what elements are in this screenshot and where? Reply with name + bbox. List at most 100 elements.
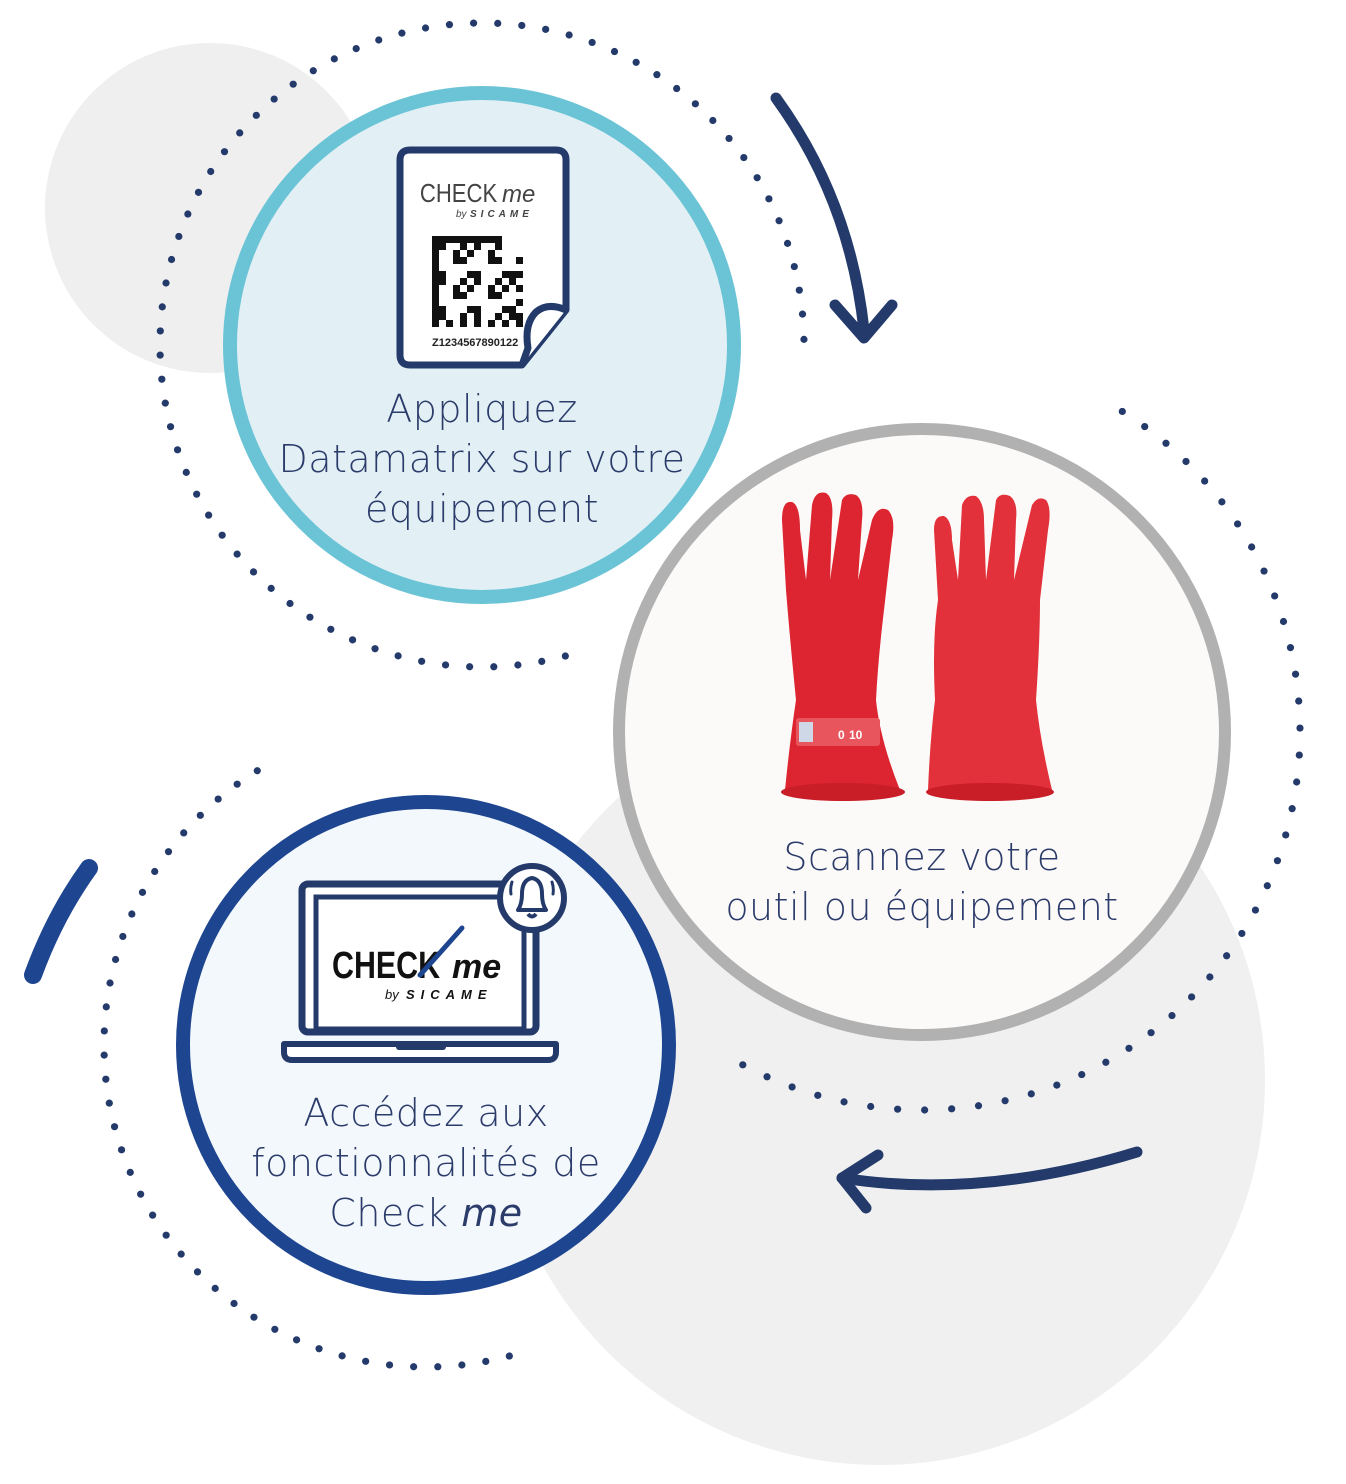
dot bbox=[494, 19, 502, 27]
dot bbox=[1260, 567, 1268, 575]
dot bbox=[775, 217, 783, 225]
dot bbox=[1288, 805, 1296, 813]
dot bbox=[1027, 1090, 1035, 1098]
dot bbox=[271, 1325, 279, 1333]
matrix-cell bbox=[495, 278, 502, 285]
dot bbox=[289, 80, 297, 88]
dot bbox=[162, 279, 170, 287]
dot bbox=[177, 1250, 185, 1258]
dot bbox=[466, 663, 474, 671]
matrix-cell bbox=[432, 243, 439, 250]
matrix-cell bbox=[467, 271, 474, 278]
matrix-cell bbox=[495, 313, 502, 320]
dot bbox=[309, 67, 317, 75]
dot bbox=[327, 625, 335, 633]
matrix-cell bbox=[432, 257, 439, 264]
matrix-cell bbox=[460, 236, 467, 243]
step-1-line: équipement bbox=[364, 487, 600, 531]
dot bbox=[1182, 457, 1190, 466]
laptop-brand-me: me bbox=[452, 948, 501, 986]
dot bbox=[161, 399, 169, 407]
dot bbox=[1251, 906, 1260, 914]
dot bbox=[156, 327, 164, 335]
step-2-line: Scannez votre bbox=[783, 835, 1061, 879]
dot bbox=[375, 36, 383, 44]
laptop-brand: CHECK bbox=[332, 945, 440, 987]
dot bbox=[167, 255, 176, 264]
dot bbox=[538, 657, 546, 666]
dot bbox=[1279, 617, 1288, 626]
glove-class: 0 bbox=[838, 728, 845, 742]
matrix-cell bbox=[432, 264, 439, 271]
matrix-cell bbox=[509, 271, 516, 278]
matrix-cell bbox=[488, 292, 495, 299]
matrix-cell bbox=[467, 285, 474, 292]
dot bbox=[610, 47, 619, 56]
matrix-cell bbox=[467, 306, 474, 313]
dot bbox=[252, 111, 260, 119]
dot bbox=[565, 31, 573, 39]
step-3-line: fonctionnalités de bbox=[251, 1141, 601, 1185]
matrix-cell bbox=[439, 243, 446, 250]
dot bbox=[306, 613, 314, 621]
dot bbox=[1291, 670, 1300, 678]
matrix-cell bbox=[446, 236, 453, 243]
matrix-cell bbox=[453, 257, 460, 264]
step-1-label: Appliquez Datamatrix sur votre équipemen… bbox=[262, 384, 702, 534]
dot bbox=[1141, 422, 1149, 431]
arrow-2-to-3 bbox=[836, 1146, 1143, 1214]
dot bbox=[211, 1284, 219, 1292]
dot bbox=[1286, 644, 1295, 652]
matrix-cell bbox=[432, 313, 439, 320]
laptop-icon: CHECK me by SICAME bbox=[281, 863, 567, 1063]
dot bbox=[338, 1352, 346, 1360]
dot bbox=[753, 174, 761, 182]
matrix-cell bbox=[460, 320, 467, 327]
dot bbox=[1282, 831, 1290, 839]
matrix-cell bbox=[481, 236, 488, 243]
step-3-line: Check me bbox=[206, 1188, 646, 1238]
dot bbox=[790, 262, 798, 271]
dot bbox=[1238, 929, 1246, 938]
dot bbox=[105, 1099, 113, 1107]
dot bbox=[514, 661, 522, 669]
step-2-label: Scannez votre outil ou équipement bbox=[702, 832, 1142, 932]
dot bbox=[1118, 407, 1126, 416]
matrix-cell bbox=[467, 236, 474, 243]
matrix-cell bbox=[439, 271, 446, 278]
dot bbox=[207, 167, 215, 176]
tag-company: SICAME bbox=[470, 209, 533, 220]
dot bbox=[348, 636, 357, 644]
matrix-cell bbox=[509, 278, 516, 285]
me-text: me bbox=[461, 1191, 523, 1235]
matrix-cell bbox=[502, 285, 509, 292]
matrix-cell bbox=[432, 292, 439, 299]
dot bbox=[164, 848, 173, 856]
matrix-cell bbox=[502, 320, 509, 327]
bell-icon bbox=[497, 863, 567, 933]
datamatrix-code bbox=[432, 236, 523, 327]
dot bbox=[410, 1363, 418, 1371]
matrix-cell bbox=[495, 257, 502, 264]
dot bbox=[894, 1105, 902, 1113]
matrix-cell bbox=[488, 257, 495, 264]
matrix-cell bbox=[439, 313, 446, 320]
dot bbox=[385, 1361, 394, 1369]
matrix-cell bbox=[516, 299, 523, 306]
dot bbox=[1273, 857, 1282, 865]
dot bbox=[196, 811, 204, 819]
dot bbox=[137, 1190, 145, 1198]
dot bbox=[158, 375, 166, 383]
matrix-cell bbox=[432, 278, 439, 285]
dot bbox=[184, 210, 192, 218]
dot bbox=[292, 1336, 301, 1344]
matrix-cell bbox=[460, 243, 467, 250]
dot bbox=[233, 780, 241, 788]
dot bbox=[138, 888, 147, 896]
dot bbox=[814, 1091, 822, 1099]
dot bbox=[948, 1105, 956, 1113]
dot bbox=[795, 286, 803, 294]
dot bbox=[458, 1361, 466, 1369]
dot bbox=[518, 21, 526, 30]
